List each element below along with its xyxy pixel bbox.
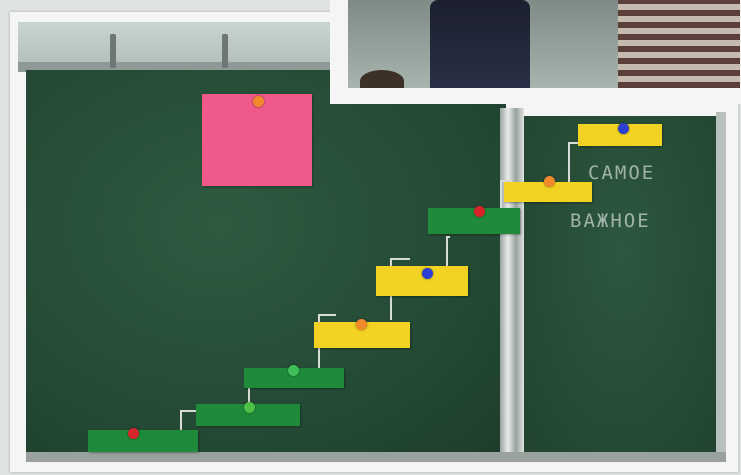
board-clip bbox=[222, 34, 228, 68]
magnet-icon bbox=[544, 176, 555, 187]
chalkboard-right bbox=[522, 116, 722, 452]
chalk-text-line2: ВАЖНОЕ bbox=[570, 210, 651, 232]
step-card-2 bbox=[196, 404, 300, 426]
step-connector bbox=[500, 180, 512, 210]
step-connector bbox=[180, 410, 200, 432]
board-divider bbox=[500, 108, 524, 458]
magnet-icon bbox=[128, 428, 139, 439]
chalk-text-line1: САМОЕ bbox=[588, 162, 656, 184]
step-card-8 bbox=[578, 124, 662, 146]
person-head bbox=[360, 70, 404, 88]
board-clip bbox=[110, 34, 116, 68]
inset-photo bbox=[348, 0, 740, 88]
magnet-icon bbox=[253, 96, 264, 107]
magnet-icon bbox=[618, 123, 629, 134]
step-card-7 bbox=[504, 182, 592, 202]
pink-paper-sheet bbox=[202, 94, 312, 186]
person-checked-shirt bbox=[618, 0, 740, 88]
step-connector bbox=[568, 142, 584, 184]
chalk-tray bbox=[26, 452, 726, 462]
step-card-3 bbox=[244, 368, 344, 388]
step-connector bbox=[446, 236, 450, 268]
magnet-icon bbox=[288, 365, 299, 376]
magnet-icon bbox=[244, 402, 255, 413]
magnet-icon bbox=[356, 319, 367, 330]
board-frame-edge bbox=[716, 112, 726, 456]
person-dark-clothes bbox=[430, 0, 530, 88]
magnet-icon bbox=[474, 206, 485, 217]
magnet-icon bbox=[422, 268, 433, 279]
step-card-1 bbox=[88, 430, 198, 452]
